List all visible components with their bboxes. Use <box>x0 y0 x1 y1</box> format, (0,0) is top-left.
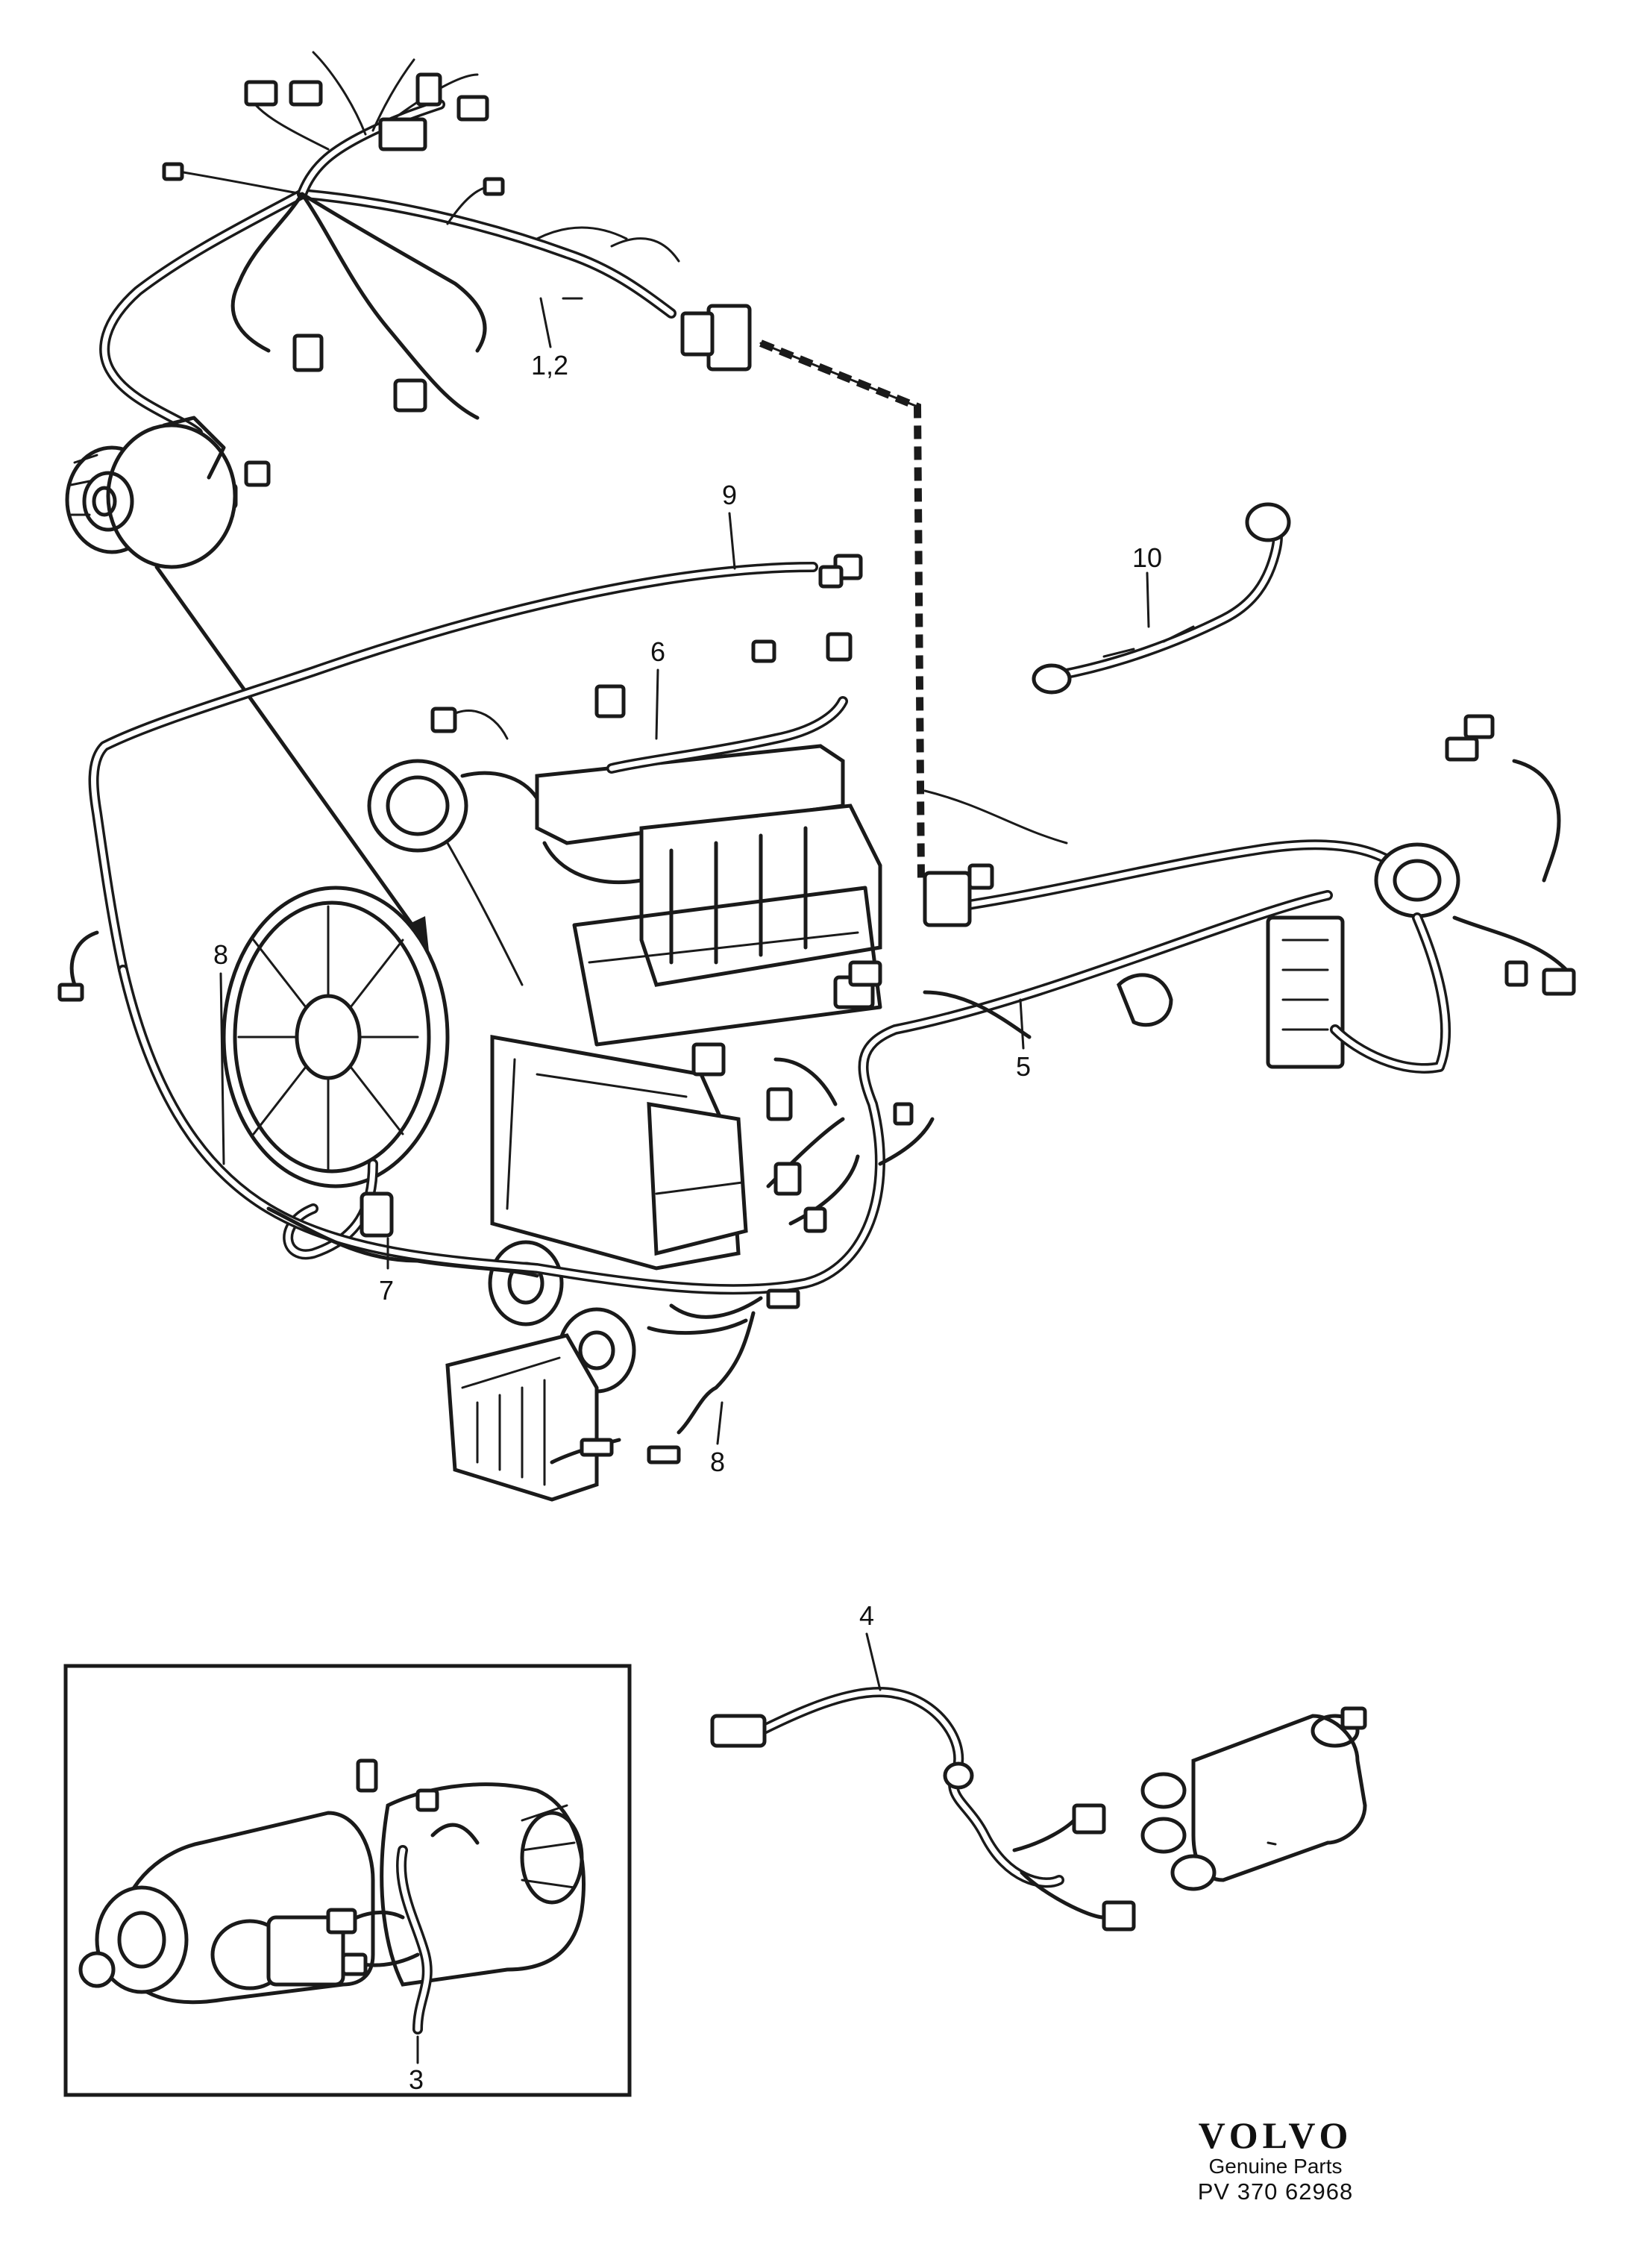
callout-ignition-lead: 4 <box>859 1600 875 1631</box>
callout-front-harness: 5 <box>1016 1051 1032 1082</box>
ignition-lead <box>710 1687 1136 1932</box>
callout-sensor-lead: 9 <box>722 480 738 510</box>
brand-block: VOLVO Genuine Parts PV 370 62968 <box>1186 2116 1365 2205</box>
main-wiring-harness <box>99 51 752 510</box>
brand-subtitle: Genuine Parts <box>1208 2155 1343 2178</box>
engine-compartment-outline <box>88 554 863 975</box>
front-harness <box>118 714 1576 1295</box>
callout-harness-main: 1,2 <box>531 350 569 380</box>
callout-fan-lead: 7 <box>379 1275 395 1306</box>
callout-battery-cable: 10 <box>1132 542 1163 573</box>
battery-cable <box>1032 502 1291 695</box>
headlamp-illustration <box>490 1035 748 1271</box>
radiator-fan-illustration <box>222 886 450 1260</box>
starter-motor-illustration <box>78 1758 586 2034</box>
engine-illustration <box>367 632 882 1047</box>
relay-box-illustration <box>445 1333 599 1502</box>
diagram-code: PV 370 62968 <box>1197 2178 1354 2205</box>
callout-engine-harness: 6 <box>650 636 666 667</box>
starter-inset-frame <box>63 1664 632 2097</box>
callout-leaders <box>219 297 1150 2064</box>
horn-leads <box>57 930 800 1465</box>
ignition-coil-illustration <box>1140 1706 1367 1891</box>
alternator-illustration <box>65 416 237 569</box>
callout-horn-lead-right: 8 <box>710 1447 726 1477</box>
alternator-pointer-arrow <box>154 565 420 935</box>
brand-logo-text: VOLVO <box>1198 2114 1353 2156</box>
callout-horn-lead-left: 8 <box>213 939 229 970</box>
callout-starter-harness: 3 <box>409 2064 424 2095</box>
